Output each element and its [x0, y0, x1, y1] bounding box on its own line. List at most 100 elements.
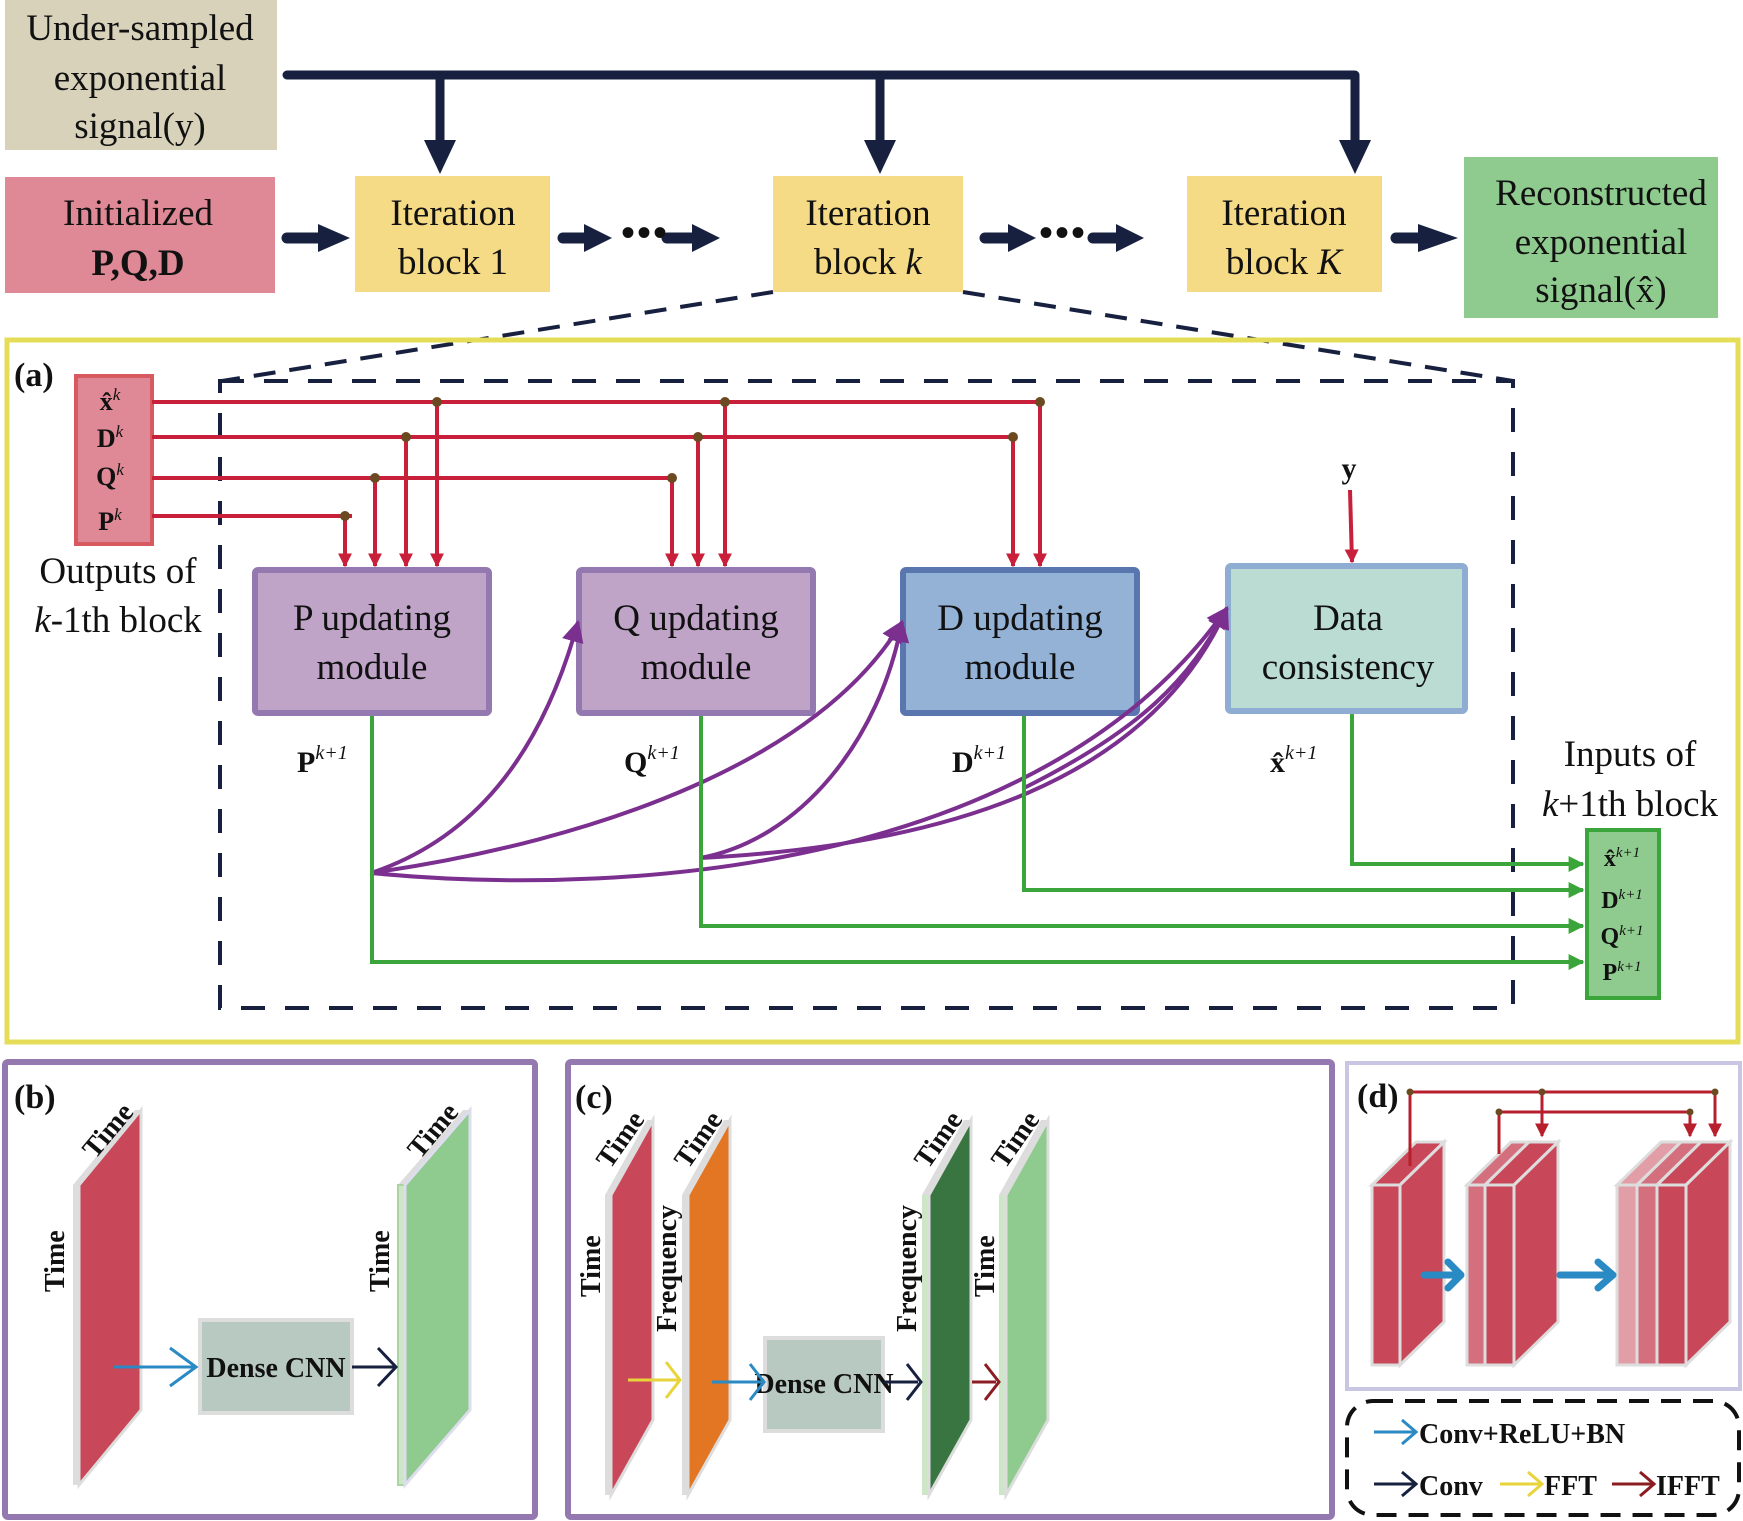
c-frequency-side-2: Frequency: [892, 1205, 923, 1332]
panel-b-frame: [2, 1059, 538, 1520]
panel-a-label: (a): [14, 357, 54, 394]
output-line2: exponential: [1515, 222, 1688, 263]
c-frequency-plane: [682, 1114, 732, 1501]
time-plane-input: [73, 1105, 143, 1490]
module-output-labels: Pk+1 Qk+1 Dk+1 x̂k+1: [297, 742, 1317, 779]
panel-a-frame: [4, 337, 1741, 1045]
prev-output-d: Dk: [97, 422, 124, 453]
prev-outputs-box[interactable]: [74, 374, 154, 546]
panel-d-frame: [1345, 1061, 1742, 1391]
d-next-label: Dk+1: [952, 742, 1006, 779]
d-junction-dots: [1406, 1088, 1719, 1116]
panel-a: (a) x̂k Dk Qk Pk Outputs of k-1th block: [4, 337, 1741, 1045]
arrow-to-block1: [424, 140, 456, 174]
y-input-label: y: [1342, 452, 1357, 485]
legend-conv-arrow: [1374, 1470, 1419, 1498]
next-input-d: Dk+1: [1601, 887, 1643, 914]
iteration-block-dashed-box: [218, 379, 1515, 1010]
blockk-line1: Iteration: [805, 193, 930, 234]
next-inputs-list: x̂k+1 Dk+1 Qk+1 Pk+1: [1601, 845, 1644, 986]
legend-conv-relu-bn-arrow: [1374, 1418, 1419, 1446]
x-next-label: x̂k+1: [1270, 742, 1317, 779]
junction-dots: [340, 397, 1045, 521]
next-inputs-box[interactable]: [1585, 828, 1661, 1000]
d-updating-module[interactable]: [900, 567, 1140, 716]
input-signal-box[interactable]: [5, 0, 277, 150]
top-flow: Under-sampled exponential signal(y) Init…: [5, 0, 1718, 383]
q-module-line1: Q updating: [613, 598, 778, 639]
b-dense-cnn-box[interactable]: [198, 1318, 354, 1415]
blockk-line2: block k: [814, 242, 922, 283]
y-bus: [282, 70, 1360, 145]
c-time-plane: [605, 1114, 655, 1501]
c-frequency-plane-out: [922, 1114, 973, 1501]
panel-b-label: (b): [14, 1079, 56, 1116]
output-line1: Reconstructed: [1495, 173, 1707, 214]
legend-conv-relu-bn: Conv+ReLU+BN: [1419, 1419, 1625, 1450]
d-conv-arrow-1: [1420, 1258, 1465, 1292]
c-dense-cnn-box[interactable]: [763, 1336, 885, 1433]
panel-b: (b) Time Time Time Time Dense CNN: [2, 1059, 538, 1520]
c-conv-arrow: [884, 1363, 923, 1401]
next-inputs-caption-2: k+1th block: [1542, 784, 1719, 825]
red-input-bus: [152, 400, 1040, 518]
next-input-x: x̂k+1: [1604, 845, 1640, 872]
legend: Conv+ReLU+BN Conv FFT IFFT: [1345, 1399, 1741, 1517]
prev-output-p: Pk: [98, 505, 122, 536]
iteration-block-k[interactable]: [773, 176, 963, 292]
c-fft-arrow: [628, 1361, 682, 1399]
dc-module-line2: consistency: [1262, 647, 1435, 688]
block1-line2: block 1: [398, 242, 508, 283]
c-dense-cnn-label: Dense CNN: [754, 1369, 893, 1400]
panel-d-label: (d): [1357, 1078, 1399, 1115]
d-module-line2: module: [965, 647, 1076, 688]
next-inputs-caption-1: Inputs of: [1564, 734, 1697, 775]
q-next-label: Qk+1: [624, 742, 680, 779]
initialized-box[interactable]: [5, 177, 275, 293]
d-module-line1: D updating: [937, 598, 1102, 639]
next-input-q: Qk+1: [1601, 923, 1644, 950]
p-updating-module[interactable]: [252, 567, 492, 716]
iteration-block-1[interactable]: [355, 176, 550, 292]
data-consistency-module[interactable]: [1225, 563, 1468, 714]
legend-ifft: IFFT: [1656, 1471, 1720, 1502]
arrow-to-blockk: [864, 140, 896, 174]
prev-outputs-list: x̂k Dk Qk Pk: [96, 385, 124, 536]
red-drop-arrows: [338, 402, 1359, 568]
initialized-line1: Initialized: [63, 193, 213, 234]
b-time-side-2: Time: [365, 1230, 396, 1292]
panel-c-label: (c): [575, 1079, 613, 1116]
purple-feedback-curves: [370, 605, 1229, 883]
c-time-side-1: Time: [576, 1235, 607, 1297]
c-frequency-side-1: Frequency: [652, 1205, 683, 1332]
output-line3: signal(x̂): [1535, 270, 1667, 311]
panel-c: (c) Time Time Time Frequency Time Freque…: [565, 1059, 1335, 1520]
p-module-line1: P updating: [293, 598, 451, 639]
ellipsis-1: •••: [621, 210, 669, 255]
y-bus-arrowheads: [424, 140, 1371, 174]
d-dense-skip-arrows: [1535, 1092, 1722, 1138]
input-signal-line3: signal(y): [74, 106, 206, 147]
c-time-plane-out: [999, 1114, 1050, 1501]
iteration-block-K[interactable]: [1187, 176, 1382, 292]
prev-outputs-caption-2: k-1th block: [34, 600, 202, 641]
c-ifft-arrow: [972, 1363, 1001, 1401]
blockK-line1: Iteration: [1221, 193, 1346, 234]
b-conv-relu-bn-arrow: [114, 1346, 199, 1388]
output-signal-box[interactable]: [1464, 157, 1718, 318]
input-signal-line2: exponential: [54, 58, 227, 99]
q-module-line2: module: [641, 647, 752, 688]
legend-conv: Conv: [1419, 1471, 1483, 1502]
legend-ifft-arrow: [1612, 1470, 1657, 1498]
panel-d: (d): [1345, 1061, 1742, 1391]
flow-arrowheads: [318, 224, 1458, 252]
p-module-line2: module: [317, 647, 428, 688]
q-updating-module[interactable]: [576, 567, 816, 716]
b-time-side-1: Time: [40, 1230, 71, 1292]
prev-outputs-caption-1: Outputs of: [39, 551, 197, 592]
prev-output-q: Qk: [96, 460, 124, 491]
p-next-label: Pk+1: [297, 742, 348, 779]
c-time-side-2: Time: [970, 1235, 1001, 1297]
d-feature-block-3: [1613, 1138, 1734, 1369]
